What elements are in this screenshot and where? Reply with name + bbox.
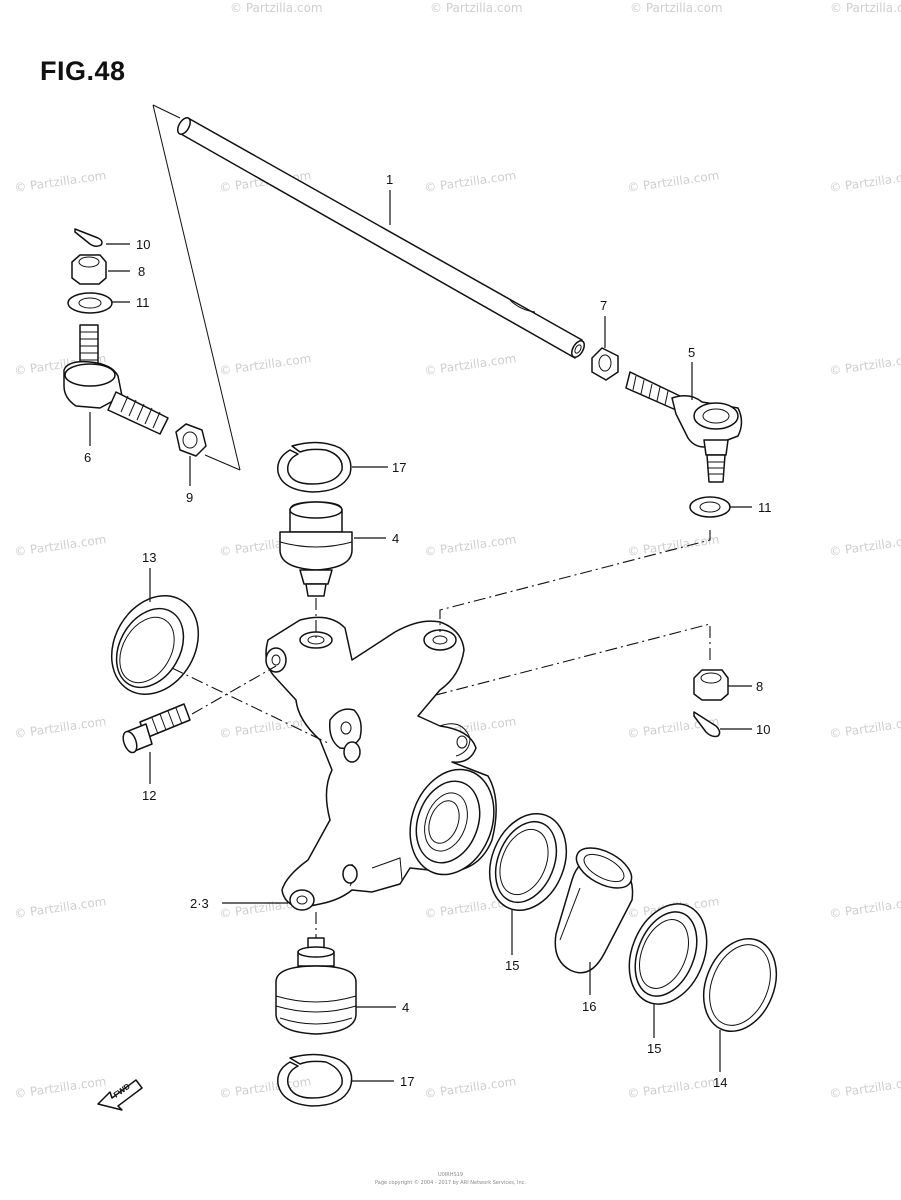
watermark: © Partzilla.com [828,532,901,559]
watermark: © Partzilla.com [828,168,901,195]
watermark: © Partzilla.com [13,532,107,559]
callout-15: 15 [505,958,519,973]
castle-nut-left[interactable] [71,254,107,285]
callout-10: 10 [136,237,150,252]
callout-9: 9 [186,490,193,505]
watermark: © Partzilla.com [828,894,901,921]
callout-8: 8 [138,264,145,279]
watermark: © Partzilla.com [626,168,720,195]
castle-nut-right[interactable] [693,669,729,701]
tie-rod-end-left[interactable] [63,324,169,435]
steering-knuckle[interactable] [265,616,508,911]
watermark: © Partzilla.com [218,714,312,741]
watermark: © Partzilla.com [423,532,517,559]
callout-6: 6 [84,450,91,465]
watermark: © Partzilla.com [430,1,523,15]
callout-labels: 1 7 5 10 8 11 6 9 17 4 13 11 8 10 12 2·3… [84,172,772,1090]
cotter-pin-left[interactable] [74,228,103,248]
callout-8: 8 [756,679,763,694]
callout-7: 7 [600,298,607,313]
ball-joint-bottom[interactable] [275,937,357,1035]
assembly-bracket-lines [152,104,241,471]
oil-seal-left[interactable] [94,580,215,710]
callout-4: 4 [402,1000,409,1015]
callout-16: 16 [582,999,596,1014]
oil-seal-outer[interactable] [615,892,721,1015]
watermark: © Partzilla.com [830,1,901,15]
watermark: © Partzilla.com [828,714,901,741]
watermark: © Partzilla.com [218,351,312,378]
cotter-pin-right[interactable] [693,711,721,738]
ball-joint-top[interactable] [279,501,353,597]
watermark: © Partzilla.com [423,168,517,195]
watermark: © Partzilla.com [13,894,107,921]
copyright-notice: Page copyright © 2004 - 2017 by ARI Netw… [375,1180,526,1186]
watermark: © Partzilla.com [423,1074,517,1101]
watermark: © Partzilla.com [626,1074,720,1101]
washer-left[interactable] [67,292,113,314]
callout-14: 14 [713,1075,727,1090]
watermark: © Partzilla.com [230,1,323,15]
tie-rod[interactable] [175,116,587,360]
callout-11: 11 [758,500,772,515]
circlip-top[interactable] [277,441,352,493]
callout-13: 13 [142,550,156,565]
callout-17: 17 [392,460,406,475]
leader-lines [89,190,752,1082]
callout-12: 12 [142,788,156,803]
callout-4: 4 [392,531,399,546]
callout-1: 1 [386,172,393,187]
wheel-bearing[interactable] [554,840,638,974]
watermark: © Partzilla.com [13,714,107,741]
lock-nut-left[interactable] [175,423,207,457]
tie-rod-end-right[interactable] [625,371,743,483]
callout-11: 11 [136,295,150,310]
knuckle-bolt[interactable] [121,703,191,754]
callout-5: 5 [688,345,695,360]
watermark: © Partzilla.com [13,1074,107,1101]
oil-seal-inner[interactable] [476,802,580,922]
figure-title: FIG.48 [40,56,126,86]
spacer-ring[interactable] [690,928,789,1042]
watermark: © Partzilla.com [630,1,723,15]
callout-15: 15 [647,1041,661,1056]
callout-10: 10 [756,722,770,737]
watermark: © Partzilla.com [828,351,901,378]
lock-nut-right[interactable] [591,347,619,381]
watermark: © Partzilla.com [626,532,720,559]
callout-17: 17 [400,1074,414,1089]
watermark: © Partzilla.com [13,168,107,195]
alignment-lines [171,530,711,938]
circlip-bottom[interactable] [277,1053,353,1107]
callout-2-3: 2·3 [190,896,209,911]
watermark: © Partzilla.com [828,1074,901,1101]
washer-right[interactable] [689,496,731,518]
watermark: © Partzilla.com [423,351,517,378]
figure-code: U0IRHS19 [437,1172,464,1178]
